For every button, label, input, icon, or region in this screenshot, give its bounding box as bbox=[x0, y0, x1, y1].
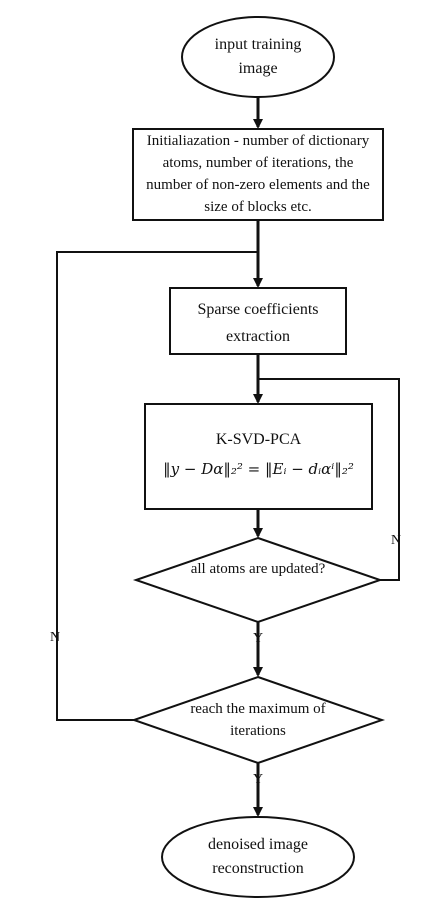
decision-atoms-updated bbox=[132, 536, 384, 624]
ksvd-title: K-SVD-PCA bbox=[215, 431, 302, 448]
decision1-no-flag: N bbox=[391, 533, 402, 548]
end-label: denoised image reconstruction bbox=[208, 836, 308, 877]
decision-atoms-label: all atoms are updated? bbox=[190, 561, 326, 577]
init-label: Initialiazation - number of dictionary a… bbox=[146, 133, 370, 215]
edge-decision2-no-loop bbox=[56, 251, 258, 721]
decision2-yes-flag: Y bbox=[253, 772, 264, 787]
edge-decision1-no-loop bbox=[258, 378, 400, 581]
decision1-yes-flag: Y bbox=[253, 631, 264, 646]
decision-iter-label: reach the maximum of iterations bbox=[190, 701, 326, 739]
start-label: input training image bbox=[214, 36, 302, 77]
ksvd-formula: ‖y − Dα‖₂² = ‖Eᵢ − dᵢαⁱ‖₂² bbox=[163, 460, 354, 478]
decision2-no-flag: N bbox=[50, 630, 61, 645]
sparse-label: Sparse coefficients extraction bbox=[197, 301, 319, 345]
ksvd-process bbox=[144, 403, 373, 510]
init-process bbox=[132, 128, 384, 221]
end-terminal bbox=[161, 816, 355, 898]
